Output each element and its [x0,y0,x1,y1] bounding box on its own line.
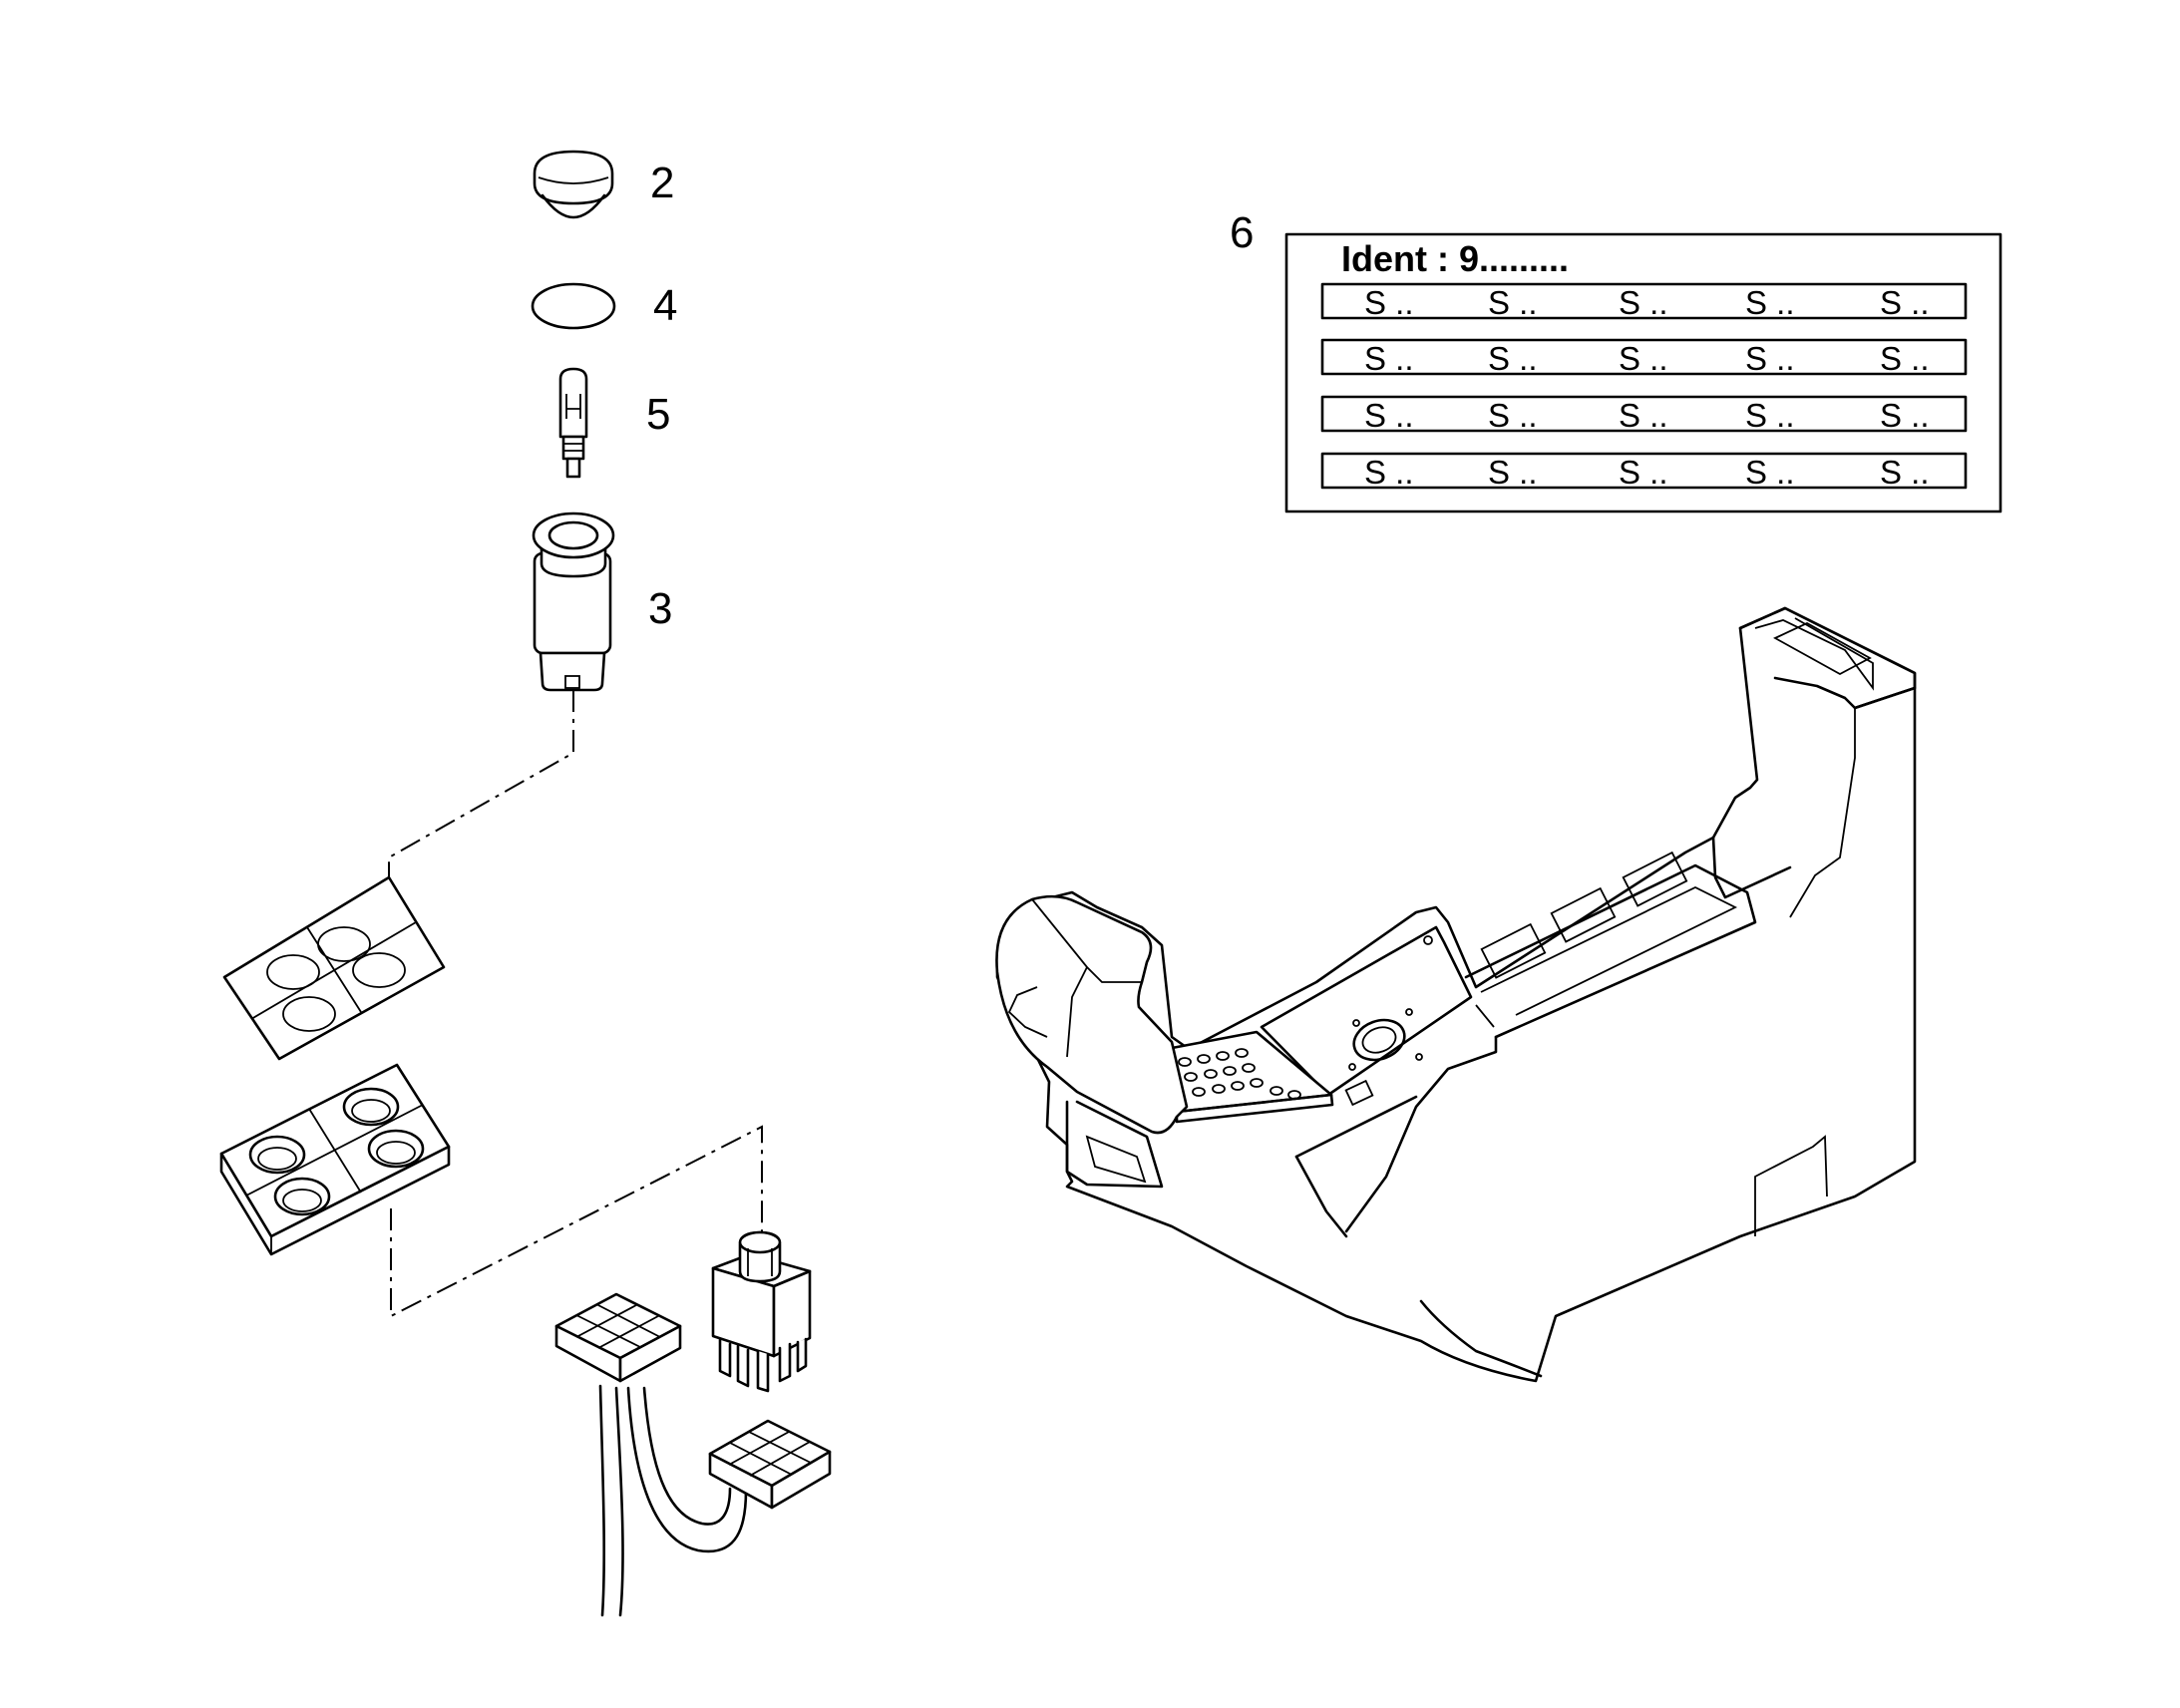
ident-row-3 [1320,395,1968,433]
ident-slot: S .. [1619,340,1668,377]
ident-slot: S .. [1880,454,1930,491]
ident-slot: S .. [1880,397,1930,434]
callout-6: 6 [1230,208,1254,257]
ring-part [531,282,616,330]
ident-slot: S .. [1619,397,1668,434]
ident-slot: S .. [1364,340,1414,377]
ident-label-plate: Ident : 9......... S .. S .. S .. S .. S… [1284,232,2002,513]
ident-slot: S .. [1364,454,1414,491]
ident-title: Ident : 9......... [1341,238,1569,279]
ident-slot: S .. [1488,397,1538,434]
callout-4: 4 [653,281,677,330]
ident-row-2 [1320,338,1968,376]
ident-slot: S .. [1745,397,1795,434]
bulb-part [558,367,588,479]
ident-slot: S .. [1745,454,1795,491]
ident-slot: S .. [1488,284,1538,321]
ident-row-1 [1320,282,1968,320]
leader-line-relay [390,1125,763,1318]
ident-slot: S .. [1488,454,1538,491]
callout-3: 3 [648,584,672,633]
ident-slot: S .. [1364,397,1414,434]
socket-part [532,512,615,692]
mounting-plate-upper [222,875,446,1061]
ident-slot: S .. [1488,340,1538,377]
ident-slot: S .. [1880,340,1930,377]
ident-row-4 [1320,452,1968,490]
wiring-harness [554,1292,832,1617]
ident-slot: S .. [1880,284,1930,321]
cap-part [533,150,614,219]
mounting-plate-lower [219,1063,451,1256]
ident-slot: S .. [1619,284,1668,321]
relay-part [711,1230,812,1393]
callout-2: 2 [650,159,674,207]
ident-slot: S .. [1619,454,1668,491]
ident-slot: S .. [1745,340,1795,377]
ident-slot: S .. [1745,284,1795,321]
callout-5: 5 [646,390,670,439]
centre-console [995,606,1917,1383]
ident-slot: S .. [1364,284,1414,321]
